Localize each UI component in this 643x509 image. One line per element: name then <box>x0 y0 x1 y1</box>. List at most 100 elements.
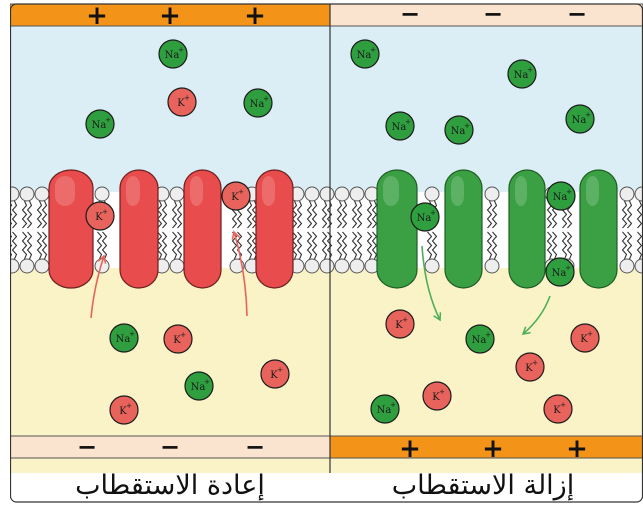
membrane-diagram: +++ −−− −−− +++ Na+K+Na+Na+K+K+Na+K+Na+K… <box>4 0 643 505</box>
diagram-svg: +++ −−− −−− +++ Na+K+Na+Na+K+K+Na+K+Na+K… <box>4 0 643 503</box>
ion-channel-icon <box>119 169 159 289</box>
svg-text:+: + <box>263 95 269 103</box>
sodium-ion-icon: Na+ <box>444 115 474 145</box>
svg-text:+: + <box>405 118 411 126</box>
potassium-ion-icon: K+ <box>422 381 452 411</box>
ion-channel-icon <box>376 169 418 289</box>
potassium-ion-icon: K+ <box>570 323 600 353</box>
svg-text:K: K <box>95 212 103 223</box>
flow-arrow-icon <box>421 245 442 322</box>
svg-text:+: + <box>485 331 491 339</box>
svg-text:+: + <box>402 316 408 324</box>
svg-text:K: K <box>580 334 588 345</box>
potassium-ion-icon: K+ <box>221 181 251 211</box>
svg-text:Na: Na <box>250 99 265 110</box>
svg-text:+: + <box>585 111 591 119</box>
sodium-ion-icon: Na+ <box>243 88 273 118</box>
ion-channel-icon <box>48 169 94 289</box>
charge-sign: − <box>483 0 503 28</box>
ion-channel-icon <box>183 169 222 289</box>
svg-text:+: + <box>277 366 283 374</box>
ion-channel-icon <box>444 169 483 289</box>
charge-sign: + <box>244 1 266 31</box>
svg-text:K: K <box>177 98 185 109</box>
svg-text:+: + <box>527 66 533 74</box>
charge-sign: + <box>399 434 421 464</box>
charge-sign: + <box>86 1 108 31</box>
ion-channel-icon <box>255 169 294 289</box>
ions-layer: Na+K+Na+Na+K+K+Na+K+Na+K+K+Na+Na+Na+Na+N… <box>85 39 600 425</box>
svg-text:+: + <box>126 402 132 410</box>
svg-text:+: + <box>532 359 538 367</box>
flow-arrow-icon <box>90 254 107 319</box>
charge-sign: + <box>159 1 181 31</box>
phospholipid-icon <box>304 186 320 274</box>
svg-text:Na: Na <box>377 405 392 416</box>
potassium-ion-icon: K+ <box>260 359 290 389</box>
sodium-ion-icon: Na+ <box>565 104 595 134</box>
charge-sign: − <box>160 432 180 461</box>
svg-text:+: + <box>464 122 470 130</box>
potassium-ion-icon: K+ <box>85 201 115 231</box>
svg-text:+: + <box>390 401 396 409</box>
charge-sign: − <box>400 0 420 28</box>
svg-text:K: K <box>395 320 403 331</box>
sodium-ion-icon: Na+ <box>545 257 575 287</box>
svg-text:Na: Na <box>116 334 131 345</box>
svg-text:K: K <box>553 405 561 416</box>
left-panel-title: إعادة الاستقطاب <box>75 470 265 501</box>
ion-channels <box>48 169 618 289</box>
sodium-ion-icon: Na+ <box>385 111 415 141</box>
svg-text:Na: Na <box>472 335 487 346</box>
phospholipid-icon <box>19 186 35 274</box>
svg-text:Na: Na <box>165 50 180 61</box>
svg-text:+: + <box>184 94 190 102</box>
right-extracellular-region <box>330 26 643 192</box>
left-intracellular-region <box>10 268 330 436</box>
svg-text:+: + <box>238 188 244 196</box>
svg-text:Na: Na <box>92 120 107 131</box>
sodium-ion-icon: Na+ <box>350 39 380 69</box>
charge-sign: + <box>482 434 504 464</box>
svg-text:Na: Na <box>552 268 567 279</box>
svg-text:+: + <box>204 378 210 386</box>
sodium-ion-icon: Na+ <box>85 109 115 139</box>
svg-text:+: + <box>105 116 111 124</box>
right-bottom-charge-signs: + + + <box>399 434 588 464</box>
charge-sign: + <box>566 434 588 464</box>
ion-channel-icon <box>508 169 546 289</box>
sodium-ion-icon: Na+ <box>465 324 495 354</box>
svg-text:+: + <box>180 331 186 339</box>
svg-text:K: K <box>432 392 440 403</box>
svg-text:+: + <box>560 401 566 409</box>
ion-channel-icon <box>579 169 618 289</box>
charge-sign: − <box>77 432 97 461</box>
svg-text:+: + <box>102 208 108 216</box>
svg-text:Na: Na <box>392 122 407 133</box>
sodium-ion-icon: Na+ <box>109 323 139 353</box>
svg-text:Na: Na <box>514 70 529 81</box>
potassium-ion-icon: K+ <box>167 87 197 117</box>
flow-arrows <box>90 230 551 335</box>
svg-text:K: K <box>231 192 239 203</box>
phospholipid-icon <box>364 186 380 274</box>
svg-text:+: + <box>565 264 571 272</box>
phospholipid-icon <box>34 186 50 274</box>
sodium-ion-icon: Na+ <box>184 371 214 401</box>
potassium-ion-icon: K+ <box>385 309 415 339</box>
right-panel-title: إزالة الاستقطاب <box>391 470 575 501</box>
svg-text:Na: Na <box>553 192 568 203</box>
svg-text:K: K <box>173 335 181 346</box>
svg-text:Na: Na <box>417 213 432 224</box>
sodium-ion-icon: Na+ <box>370 394 400 424</box>
sodium-ion-icon: Na+ <box>507 59 537 89</box>
svg-text:Na: Na <box>572 115 587 126</box>
svg-text:K: K <box>525 363 533 374</box>
svg-text:K: K <box>119 406 127 417</box>
potassium-ion-icon: K+ <box>109 395 139 425</box>
svg-text:+: + <box>566 188 572 196</box>
potassium-ion-icon: K+ <box>543 394 573 424</box>
phospholipid-icon <box>334 186 350 274</box>
potassium-ion-icon: K+ <box>163 324 193 354</box>
sodium-ion-icon: Na+ <box>158 39 188 69</box>
